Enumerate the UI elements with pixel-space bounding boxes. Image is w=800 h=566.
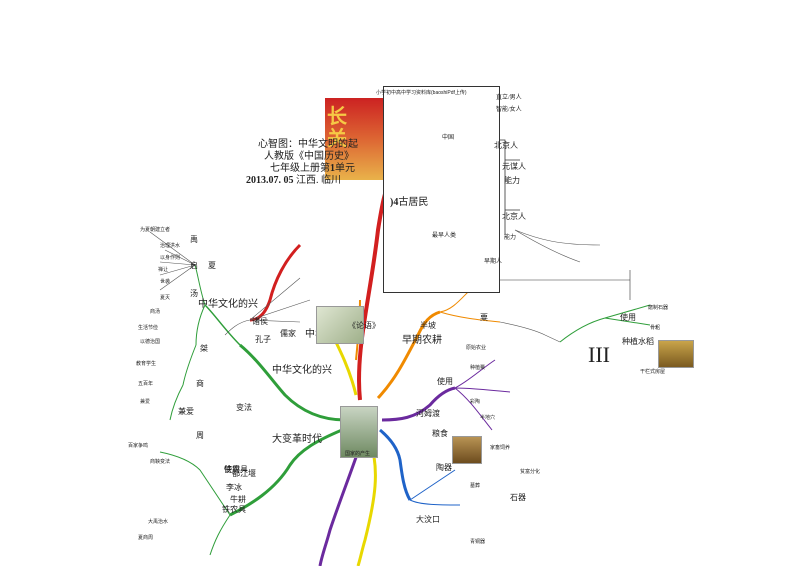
ancient-label: 古居民 (398, 197, 429, 208)
left-note: 以身作则 (160, 256, 181, 261)
branch-right-purple (381, 386, 456, 422)
node-shang: 商 (196, 379, 204, 388)
node-bianfa: 变法 (236, 403, 252, 412)
bottom-note: 夏商周 (138, 536, 154, 541)
left-note: 教育学生 (136, 362, 157, 367)
node-jie: 桀 (200, 344, 208, 353)
branch-right-orange (376, 310, 441, 400)
panel-right-item: 直立/男人 (496, 95, 522, 101)
left-note: 治理洪水 (160, 244, 181, 249)
node-jianai: 兼爱 (178, 407, 194, 416)
panel-left-item: 最早人类 (432, 233, 457, 239)
panel-right-item: 早期人 (484, 259, 503, 265)
right-node: 石器 (510, 493, 526, 502)
node-tang: 汤 (190, 289, 198, 298)
branch-left-green (239, 343, 346, 422)
cover-char-2: 关 (327, 126, 347, 150)
node-qi: 启 (190, 261, 198, 270)
era-node: 都江堰 (232, 469, 256, 478)
bottom-caption: 国家的产生 (345, 452, 371, 457)
panel-left-item: 中国 (442, 135, 455, 141)
right-node: 粟 (480, 313, 488, 322)
right-note: 贫富分化 (520, 470, 541, 475)
header-line-3-post: 单元 (335, 163, 355, 174)
agri-label: 早期农耕 (402, 335, 442, 346)
header-date: 2013.07. 05 (246, 175, 294, 186)
branch-right-blue (379, 428, 412, 501)
right-note: 原始农业 (466, 346, 487, 351)
panel-topline: 小学初中高中学习资料库(baoshiPdf上传) (376, 90, 467, 96)
left-note: 商鞅变法 (150, 460, 171, 465)
branch-left-darkgreen (229, 428, 343, 517)
bottom-note: 大禹治水 (148, 520, 169, 525)
header-line-3-num: 1 (330, 163, 335, 174)
era-node: 牛耕 (230, 495, 246, 504)
left-note: 百家争鸣 (128, 444, 149, 449)
book-label: 《论语》 (348, 321, 380, 330)
right-note: 干栏式房屋 (640, 370, 666, 375)
left-note: 商汤 (150, 310, 161, 315)
left-note: 以德治国 (140, 340, 161, 345)
right-node: 粮食 (432, 429, 448, 438)
era-node: 铁农具 (224, 465, 248, 474)
right-note: 骨耜 (650, 326, 661, 331)
branch-bottom-yellow (356, 439, 377, 566)
era-node: 李冰 (226, 483, 242, 492)
ancient-num: )4 (390, 197, 399, 208)
left-note: 为夏朝建立者 (140, 228, 171, 233)
cover-char-1: 长 (327, 104, 347, 128)
right-node: 半坡 (420, 321, 436, 330)
era-node: 铁农具 (222, 505, 246, 514)
overlay-panel: 小学初中高中学习资料库(baoshiPdf上传) 中国 最早人类 直立/男人 智… (376, 86, 526, 293)
panel-right-item: 智能/女人 (496, 107, 522, 113)
right-node: 大汶口 (416, 515, 440, 524)
right-note: 墓葬 (470, 484, 481, 489)
bronze-image (340, 406, 378, 458)
header-line-1: 心智图：中华文明的起 (258, 139, 358, 150)
hut-image (658, 340, 694, 368)
node-rujia: 儒家 (280, 329, 296, 338)
civ-sub-label: 中华文化的兴 (272, 365, 332, 376)
panel-right-item: 能力 (504, 235, 517, 241)
left-note: 夏灭 (160, 296, 171, 301)
branch-left-red (249, 243, 302, 322)
house-image (452, 436, 482, 464)
left-note: 兼爱 (140, 400, 151, 405)
header-line-3-pre: 七年级上册第 (270, 163, 330, 174)
roman-label: III (588, 342, 610, 367)
node-zhuhou: 诸侯 (252, 317, 268, 326)
left-note: 生活节俭 (138, 326, 159, 331)
left-note: 世袭 (160, 280, 171, 285)
node-yu: 禹 (190, 235, 198, 244)
bottom-note: 青铜器 (470, 540, 486, 545)
right-note: 磨制石器 (648, 306, 669, 311)
confucius-image (316, 306, 364, 344)
right-node: 河姆渡 (416, 409, 440, 418)
right-note: 家畜饲养 (490, 446, 511, 451)
right-note: 彩陶 (470, 400, 481, 405)
branch-bottom-purple (318, 439, 364, 566)
right-note: 半地穴 (480, 416, 496, 421)
header-place: 江西. 临川 (296, 175, 341, 186)
right-node: 陶器 (436, 463, 452, 472)
left-note: 禅让 (158, 268, 169, 273)
cover-image: 长 关 (325, 98, 385, 180)
right-node: 使用 (437, 377, 453, 386)
era-node: 使用 (224, 465, 240, 474)
left-note: 五百年 (138, 382, 154, 387)
era-label: 大变革时代 (272, 434, 322, 445)
right-node-rice: 种植水稻 (622, 337, 654, 346)
panel-right-item: 北京人 (502, 212, 526, 221)
header-line-2: 人教版《中国历史》 (264, 151, 354, 162)
node-zhou: 周 (196, 431, 204, 440)
panel-right-item: 元谋人 (502, 162, 526, 171)
node-xia: 夏 (208, 261, 216, 270)
rise-label: 中华文化的兴 (198, 299, 258, 310)
node-kongzi: 孔子 (255, 335, 271, 344)
right-node: 使用 (620, 313, 636, 322)
right-note: 种植粟 (470, 366, 486, 371)
panel-right-item: 能力 (504, 176, 520, 185)
panel-right-item: 北京人 (494, 141, 518, 150)
